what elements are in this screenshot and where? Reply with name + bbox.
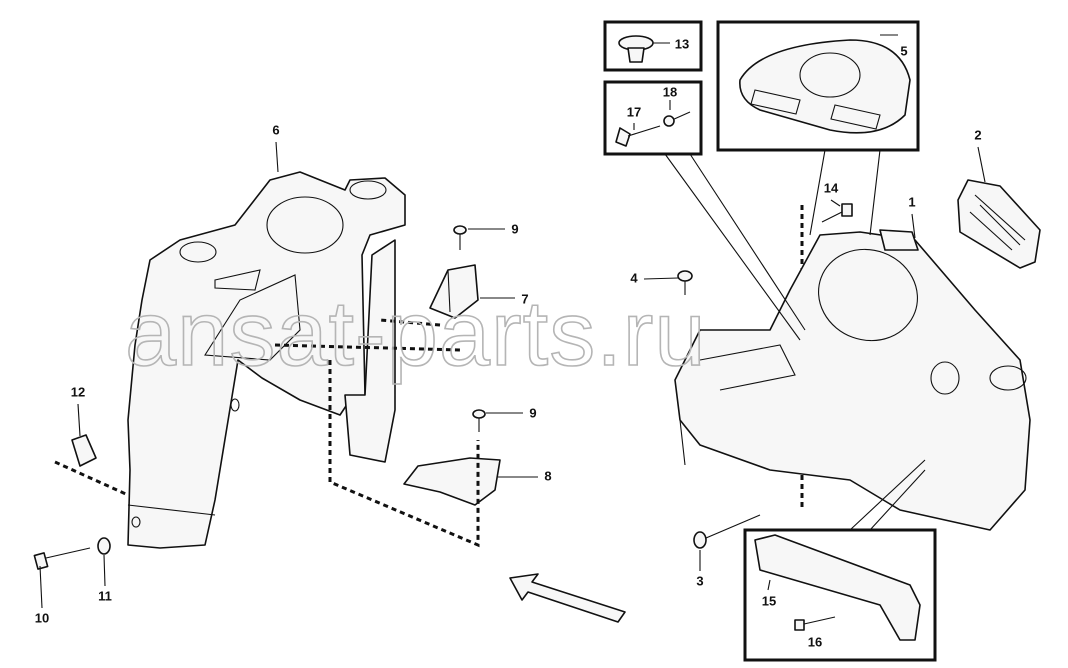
detail-box-15-16 <box>743 459 937 662</box>
part-8-trim <box>403 457 501 506</box>
callout-13: 13 <box>675 36 689 51</box>
watermark: ansat-parts.ru <box>125 283 707 385</box>
detail-box-13 <box>603 20 703 72</box>
callout-17: 17 <box>627 104 641 119</box>
callout-labels: 1 2 3 4 5 6 7 8 9 9 10 11 12 13 14 15 16… <box>35 36 982 649</box>
detail-box-17-18 <box>603 80 806 341</box>
callout-16: 16 <box>808 634 822 649</box>
callout-2: 2 <box>974 127 981 142</box>
leader-lines <box>39 141 986 609</box>
callout-6: 6 <box>272 122 279 137</box>
part-1-console <box>674 229 1031 531</box>
callout-10: 10 <box>35 610 49 625</box>
callout-3: 3 <box>696 573 703 588</box>
callout-9-upper: 9 <box>511 221 518 236</box>
callout-15: 15 <box>762 593 776 608</box>
detail-box-5 <box>716 20 920 236</box>
callout-9-lower: 9 <box>529 405 536 420</box>
callout-18: 18 <box>663 84 677 99</box>
part-10-11-bolt-washer <box>33 516 141 570</box>
part-9-screws <box>453 225 486 432</box>
callout-1: 1 <box>908 194 915 209</box>
callout-14: 14 <box>824 180 839 195</box>
callout-8: 8 <box>544 468 551 483</box>
callout-4: 4 <box>630 270 638 285</box>
callout-12: 12 <box>71 384 85 399</box>
fasteners-right <box>677 203 853 549</box>
view-direction-arrow-icon <box>509 573 626 623</box>
part-12-clip <box>71 434 97 467</box>
callout-5: 5 <box>900 43 907 58</box>
part-7-bracket <box>429 264 479 319</box>
part-6-housing <box>127 171 406 549</box>
callout-7: 7 <box>521 291 528 306</box>
part-2-grille <box>957 179 1041 269</box>
callout-11: 11 <box>98 588 112 603</box>
